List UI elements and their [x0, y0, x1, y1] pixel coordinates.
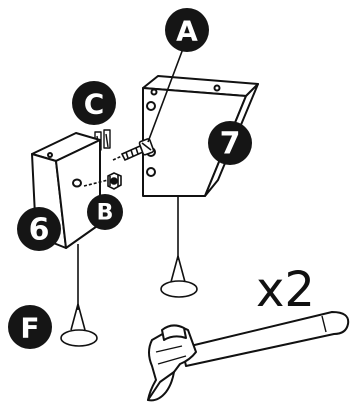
badge-c-label: C — [84, 88, 105, 121]
badge-7: 7 — [208, 121, 252, 165]
badge-c: C — [72, 81, 116, 125]
nut-icon — [83, 172, 122, 190]
badge-a-label: A — [176, 15, 198, 48]
badge-a: A — [165, 8, 209, 52]
leader-line-a — [147, 45, 185, 143]
block-6-hole — [47, 152, 53, 158]
block-7-hole — [146, 101, 156, 111]
block-7-hole — [213, 84, 221, 92]
hammer-icon — [147, 311, 350, 402]
glue-drop-icon — [60, 244, 98, 347]
block-6-hole — [72, 178, 82, 188]
quantity-multiplier: x2 — [256, 262, 315, 318]
badge-b: B — [87, 194, 123, 230]
badge-6: 6 — [17, 207, 61, 251]
badge-7-label: 7 — [220, 127, 241, 162]
block-7-hole — [146, 167, 156, 177]
screw-icon — [112, 138, 155, 162]
badge-6-label: 6 — [29, 213, 50, 248]
badge-f: F — [8, 305, 52, 349]
block-7-hole — [150, 88, 158, 96]
badge-f-label: F — [20, 312, 39, 345]
badge-b-label: B — [97, 201, 114, 226]
glue-drop-icon — [160, 196, 198, 298]
